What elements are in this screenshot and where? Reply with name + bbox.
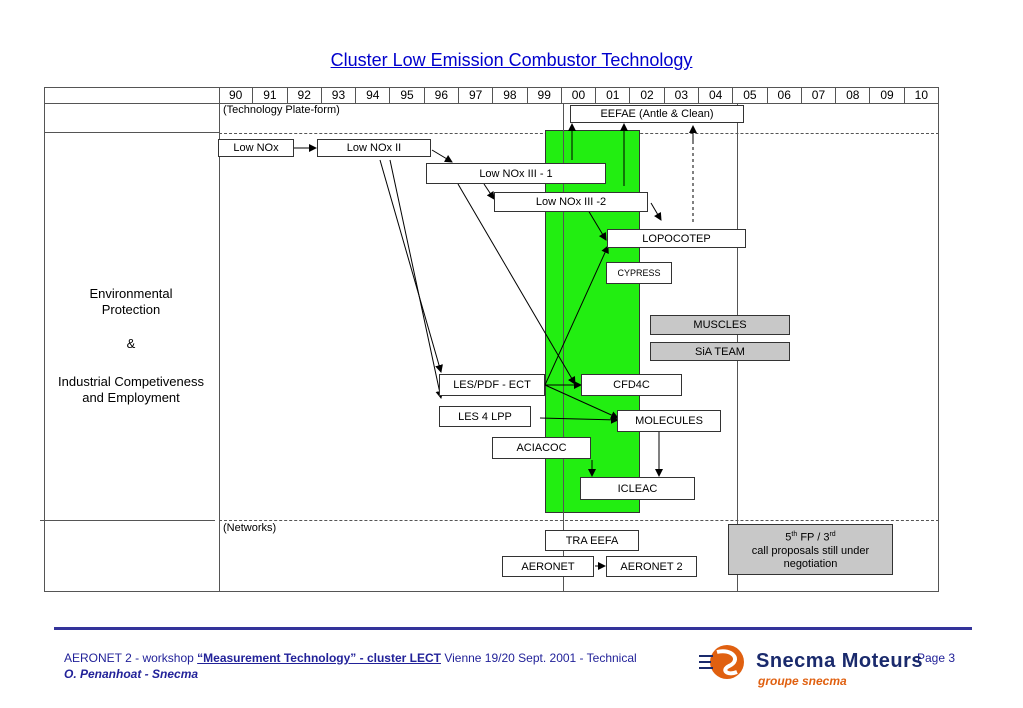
year-cell: 92 — [288, 87, 322, 103]
aciacoc-box: ACIACOC — [492, 437, 591, 459]
objective-ampersand: & — [126, 336, 136, 351]
year-cell: 01 — [596, 87, 631, 103]
arrow — [539, 415, 619, 424]
year-2000-guide-overlay — [563, 130, 564, 513]
low-nox-3-2-box: Low NOx III -2 — [494, 192, 648, 212]
year-cell: 00 — [562, 87, 597, 103]
year-cell: 91 — [253, 87, 288, 103]
arrow — [544, 384, 619, 419]
year-cell: 98 — [493, 87, 528, 103]
eefae-box: EEFAE (Antle & Clean) — [570, 105, 744, 123]
year-cell: 04 — [699, 87, 734, 103]
aeronet-2-box: AERONET 2 — [606, 556, 697, 577]
snecma-logo-icon — [699, 645, 744, 679]
year-cell: 93 — [322, 87, 357, 103]
arrow — [379, 159, 443, 373]
low-nox-2-box: Low NOx II — [317, 139, 431, 157]
fp5-note-line: 5th FP / 3rd — [785, 531, 836, 544]
year-cell: 05 — [733, 87, 768, 103]
workshop-link[interactable]: “Measurement Technology” - cluster LECT — [197, 651, 441, 665]
footer-author: O. Penanhoat - Snecma — [64, 667, 199, 681]
diagram-frame — [44, 87, 939, 592]
tra-eefa-box: TRA EEFA — [545, 530, 639, 551]
arrow — [389, 159, 444, 399]
year-cell: 96 — [425, 87, 459, 103]
icleac-box: ICLEAC — [580, 477, 695, 500]
objective-line: Industrial Competiveness — [58, 374, 204, 389]
arrow — [457, 183, 576, 385]
page-number: Page 3 — [917, 651, 956, 665]
les-pdf-ect-box: LES/PDF - ECT — [439, 374, 545, 396]
arrow — [431, 149, 453, 163]
year-cell: 08 — [836, 87, 871, 103]
footer-text: AERONET 2 - workshop “Measurement Techno… — [64, 651, 637, 665]
arrow — [650, 202, 662, 221]
year-cell: 95 — [390, 87, 425, 103]
page-title: Cluster Low Emission Combustor Technolog… — [330, 50, 693, 70]
header-row-line — [44, 103, 939, 104]
logo-subtitle: groupe snecma — [758, 674, 847, 688]
year-cell: 07 — [802, 87, 837, 103]
arrow — [587, 209, 607, 241]
aeronet-box: AERONET — [502, 556, 594, 577]
objective-line: and Employment — [82, 390, 180, 405]
arrow — [483, 183, 495, 200]
sia-team-box: SiA TEAM — [650, 342, 790, 361]
lopocotep-box: LOPOCOTEP — [607, 229, 746, 248]
year-cell: 09 — [870, 87, 905, 103]
arrow — [544, 245, 609, 386]
muscles-box: MUSCLES — [650, 315, 790, 335]
row-separator-networks — [40, 520, 215, 521]
networks-label: (Networks) — [223, 522, 277, 534]
year-cell: 94 — [356, 87, 391, 103]
networks-divider — [219, 520, 939, 521]
fp5-note-line: call proposals still under — [751, 544, 870, 557]
left-column-divider — [219, 87, 220, 592]
row-separator — [44, 132, 219, 133]
year-cell: 02 — [630, 87, 665, 103]
low-nox-box: Low NOx — [218, 139, 294, 157]
objective-line: Environmental — [89, 286, 173, 301]
year-cell: 06 — [768, 87, 802, 103]
year-cell: 97 — [459, 87, 494, 103]
objective-label: Environmental Protection & Industrial Co… — [46, 286, 216, 406]
objective-line: Protection — [101, 302, 161, 317]
footer-rule — [54, 627, 972, 630]
cfd4c-box: CFD4C — [581, 374, 682, 396]
year-cell: 03 — [665, 87, 699, 103]
logo-name: Snecma Moteurs — [756, 650, 924, 672]
year-cell: 99 — [528, 87, 562, 103]
cypress-box: CYPRESS — [606, 262, 672, 284]
fp5-note-line: negotiation — [783, 557, 838, 570]
les-4-lpp-box: LES 4 LPP — [439, 406, 531, 427]
platform-label: (Technology Plate-form) — [223, 104, 340, 116]
year-cell: 90 — [219, 87, 254, 103]
fp5-note-box: 5th FP / 3rd call proposals still under … — [728, 524, 893, 575]
low-nox-3-1-box: Low NOx III - 1 — [426, 163, 606, 184]
molecules-box: MOLECULES — [617, 410, 721, 432]
year-cell: 10 — [905, 87, 939, 103]
